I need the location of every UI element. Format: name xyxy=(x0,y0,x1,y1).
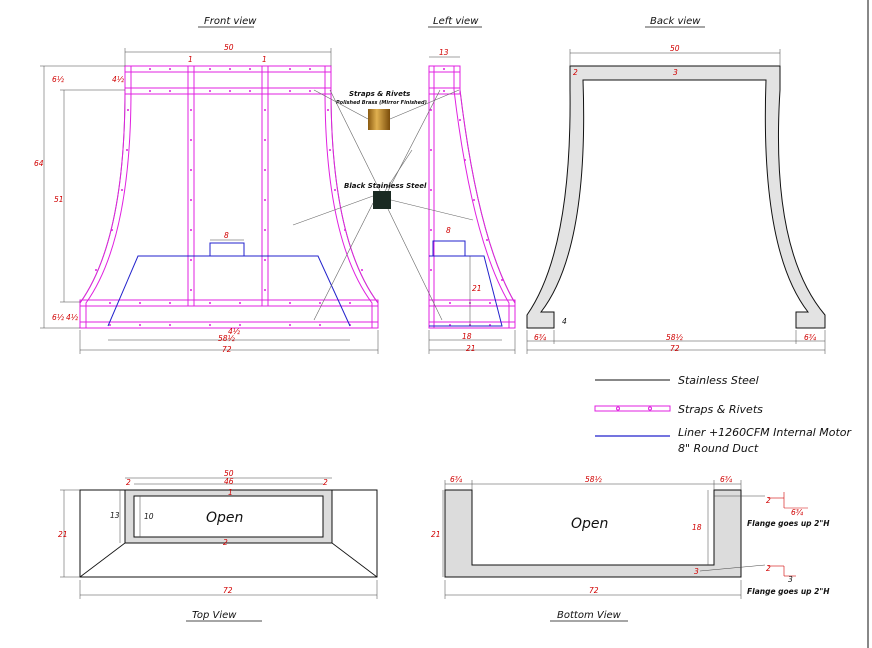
top-open-depth: 10 xyxy=(144,512,154,521)
bottom-middle: 58½ xyxy=(585,475,603,484)
bottom-left: 6¾ xyxy=(450,475,463,484)
front-strap-2: 1 xyxy=(262,55,267,64)
flange1-text: Flange goes up 2"H xyxy=(747,519,830,528)
straps-callout-title: Straps & Rivets xyxy=(349,90,410,98)
back-thickness-left: 2 xyxy=(573,68,578,77)
front-mid-height: 51 xyxy=(54,195,64,204)
back-view: 50 2 3 4 6¾ 58½ 6¾ 72 xyxy=(526,44,826,354)
top-inner-depth: 13 xyxy=(110,511,120,520)
back-top-width: 50 xyxy=(670,44,680,53)
left-top-width: 13 xyxy=(439,48,449,57)
legend-liner-label: Liner +1260CFM Internal Motor xyxy=(678,426,852,439)
black-ss-callout: Black Stainless Steel xyxy=(344,182,427,190)
front-top-band: 6½ xyxy=(52,75,65,84)
front-bottom-band: 6½ xyxy=(52,313,65,322)
view-titles: Front view Left view Back view Top View … xyxy=(186,16,705,622)
left-bottom-width: 21 xyxy=(466,344,476,353)
flange1-b: 6¾ xyxy=(791,508,804,517)
flange-details xyxy=(768,492,808,577)
top-right-gap: 2 xyxy=(323,478,328,487)
back-leg-right: 6¾ xyxy=(804,333,817,342)
front-view-title: Front view xyxy=(204,16,257,27)
front-height: 64 xyxy=(34,159,44,168)
top-center: 1 xyxy=(228,488,233,497)
front-top-band-inner: 4½ xyxy=(112,75,125,84)
back-view-title: Back view xyxy=(650,16,701,27)
bottom-view: 6¾ 58½ 6¾ 21 18 3 72 Open 2 6¾ Flange go… xyxy=(431,475,830,599)
flange1-a: 2 xyxy=(766,496,771,505)
bottom-depth: 21 xyxy=(431,530,441,539)
front-inner-bottom: 58½ xyxy=(218,334,236,343)
flange2-text: Flange goes up 2"H xyxy=(747,587,830,596)
top-bottom-gap: 2 xyxy=(223,538,228,547)
top-view-title: Top View xyxy=(192,610,237,621)
top-depth: 21 xyxy=(58,530,68,539)
left-duct: 8 xyxy=(446,226,451,235)
material-callouts: Straps & Rivets Polished Brass (Mirror F… xyxy=(292,89,474,321)
back-leg-h: 4 xyxy=(562,317,567,326)
flange2-b: 3 xyxy=(788,575,793,584)
legend-duct-label: 8" Round Duct xyxy=(678,442,759,455)
left-view-title: Left view xyxy=(433,16,479,27)
front-top-width: 50 xyxy=(224,43,234,52)
bottom-wall: 3 xyxy=(694,567,699,576)
legend-ss-label: Stainless Steel xyxy=(678,374,759,387)
bottom-width: 72 xyxy=(589,586,599,595)
brass-swatch xyxy=(368,109,390,130)
front-rivets xyxy=(95,68,363,326)
back-width: 72 xyxy=(670,344,680,353)
front-bottom-width: 72 xyxy=(222,345,232,354)
back-thickness-top: 3 xyxy=(673,68,678,77)
top-view: 50 46 2 2 1 21 13 10 2 72 Open xyxy=(58,469,378,599)
legend: Stainless Steel Straps & Rivets Liner +1… xyxy=(594,374,852,455)
back-inner: 58½ xyxy=(666,333,684,342)
bottom-inner-depth: 18 xyxy=(692,523,702,532)
bottom-right: 6¾ xyxy=(720,475,733,484)
front-view: 50 1 1 6½ 4½ 64 51 6½ 4½ 8 4½ 58½ 72 xyxy=(34,43,379,354)
bottom-open-label: Open xyxy=(571,516,608,532)
black-ss-swatch xyxy=(373,191,391,209)
left-view: 13 8 21 18 21 xyxy=(428,48,516,354)
bottom-view-title: Bottom View xyxy=(557,610,622,621)
legend-straps-label: Straps & Rivets xyxy=(678,403,763,416)
top-open-label: Open xyxy=(206,510,243,526)
front-bottom-band-inner: 4½ xyxy=(66,313,79,322)
straps-callout-sub: Polished Brass (Mirror Finished) xyxy=(336,100,427,106)
front-strap-1: 1 xyxy=(188,55,193,64)
top-left-gap: 2 xyxy=(126,478,131,487)
back-leg-left: 6¾ xyxy=(534,333,547,342)
front-mid-small: 4½ xyxy=(228,327,241,336)
flange2-a: 2 xyxy=(766,564,771,573)
left-liner-h: 21 xyxy=(472,284,482,293)
top-inner-width: 46 xyxy=(224,477,234,486)
front-duct: 8 xyxy=(224,231,229,240)
legend-straps-swatch xyxy=(594,405,671,412)
top-outer-width: 50 xyxy=(224,469,234,478)
top-width: 72 xyxy=(223,586,233,595)
left-liner-w: 18 xyxy=(462,332,472,341)
